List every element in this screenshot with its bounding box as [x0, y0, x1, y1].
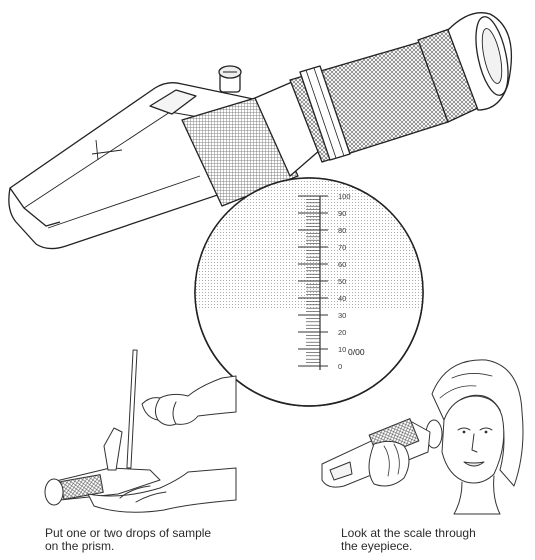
caption-apply-sample: Put one or two drops of sample on the pr…: [45, 527, 211, 553]
scale-tick-label: 80: [338, 226, 346, 235]
scale-unit-label: 0/00: [348, 347, 365, 357]
scale-tick-label: 50: [338, 277, 346, 286]
caption-line: the eyepiece.: [341, 540, 476, 553]
scale-tick-label: 90: [338, 209, 346, 218]
apply-sample-scene: [45, 350, 236, 512]
scale-tick-label: 70: [338, 243, 346, 252]
scale-tick-label: 10: [338, 345, 346, 354]
prism-lid: [104, 428, 122, 470]
hand-with-dropper: [142, 376, 236, 425]
scale-tick-label: 20: [338, 328, 346, 337]
scale-tick-label: 60: [338, 260, 346, 269]
scale-tick-label: 0: [338, 362, 342, 371]
caption-line: on the prism.: [45, 540, 211, 553]
scale-tick-label: 100: [338, 192, 351, 201]
dropper: [127, 350, 137, 468]
calibration-screw: [219, 66, 241, 92]
scale-tick-label: 30: [338, 311, 346, 320]
caption-look-through-eyepiece: Look at the scale through the eyepiece.: [341, 527, 476, 553]
scale-tick-label: 40: [338, 294, 346, 303]
